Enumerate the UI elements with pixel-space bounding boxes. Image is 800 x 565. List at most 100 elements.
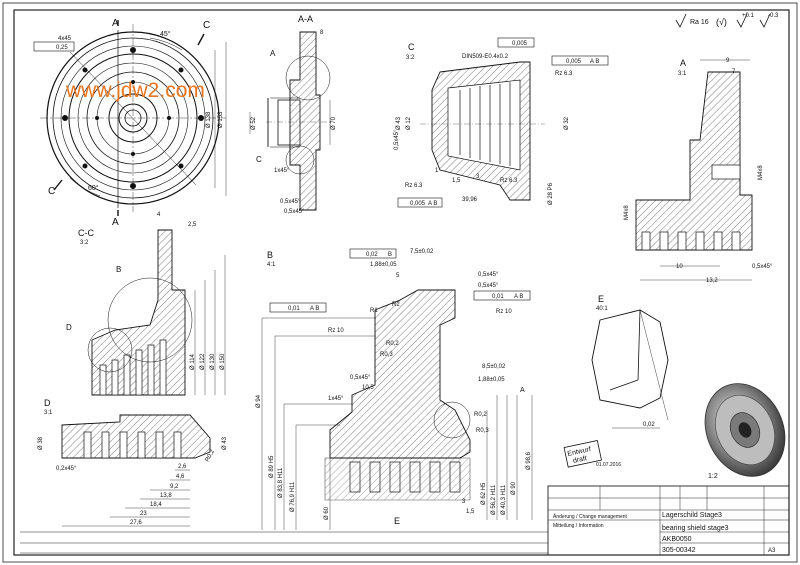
perpendicularity-b: 0,01 — [288, 306, 300, 312]
roughness-c3: Rz 6.3 — [500, 178, 518, 184]
detail-a-scale: 3:1 — [678, 71, 687, 77]
runout: 0,005 — [410, 201, 426, 207]
section-a-label: A — [112, 18, 119, 29]
thread-m4: M4x8 — [758, 165, 764, 180]
release-label: Mitteilung / Information — [553, 523, 604, 529]
radius-b-03a: R0,3 — [380, 352, 393, 358]
detail-c-labels: C 3:2 DIN509-E0.4x0.2 0,005 0,005 A B Rz… — [394, 37, 609, 208]
flatness-1: 0,005 — [512, 41, 528, 47]
detail-e-labels: E 40:1 0,02 — [596, 294, 655, 428]
dia-b-89: Ø 89 H5 — [269, 455, 275, 478]
detail-b-title: B — [267, 250, 273, 260]
roughness-b1: Rz 10 — [328, 328, 344, 334]
dim-b-15: 1,5 — [466, 509, 475, 515]
change-mgmt-label: Änderung / Change management — [553, 513, 628, 520]
dia-b-76: Ø 76,9 H11 — [290, 481, 296, 512]
flatness-2-ref: A B — [590, 59, 599, 65]
dia-b-56: Ø 56,2 H11 — [491, 484, 497, 515]
chamfer-a: 0,5x45° — [752, 264, 773, 270]
detail-c-scale: 3:2 — [406, 55, 415, 61]
dim-a-10: 10 — [676, 264, 683, 270]
dia-70: Ø 70 — [331, 116, 337, 130]
detail-e-scale: 40:1 — [596, 306, 608, 312]
tol-minus: -0.3 — [768, 13, 779, 19]
dia-153: Ø 153 — [218, 111, 224, 128]
chamfer-b-4: 1x45° — [328, 396, 344, 402]
angle-bottom: 60° — [88, 184, 99, 192]
position-tolerance: 0,25 — [56, 45, 68, 51]
detail-a-marker: A — [270, 49, 276, 58]
dim-e: 0,02 — [643, 422, 655, 428]
radius-b-1: R1 — [370, 308, 378, 314]
detail-c-view — [420, 61, 545, 201]
dim-c-15: 1,5 — [452, 178, 461, 184]
chamfer-b-3: 0,5x45° — [350, 375, 371, 381]
detail-b-view — [261, 289, 533, 530]
detail-e-view — [591, 309, 669, 429]
roughness-c2: Rz 6.3 — [405, 183, 423, 189]
dim-d-1: 4,6 — [176, 474, 185, 480]
section-cc-scale: 3:2 — [80, 240, 89, 246]
draft-stamp: Entwurf draft — [563, 440, 602, 468]
watermark: www.jdw2.com — [65, 79, 205, 102]
dia-b-83: Ø 83,8 H11 — [278, 467, 284, 498]
dim-cc-25: 2,5 — [188, 222, 197, 228]
dia-52: Ø 52 — [251, 116, 257, 130]
radius-b-2: R2 — [392, 302, 400, 308]
dim-b-85: 8,5±0,02 — [482, 364, 506, 370]
dim-cc-4: 4 — [157, 212, 161, 218]
dim-c-3: 3 — [476, 174, 480, 180]
section-aa-view — [249, 31, 331, 211]
dia-114: Ø 114 — [190, 353, 196, 370]
dim-c-1: 1 — [435, 168, 439, 174]
dia-b-40: Ø 40,3 H11 — [501, 484, 507, 515]
dim-d-5: 23 — [140, 511, 147, 517]
stamp-line-2: draft — [572, 455, 587, 465]
detail-a-labels: A 3:1 9 7 10 13,2 0,5x45° M4x8 M4x8 — [624, 58, 773, 284]
perpendicularity-b-ref: A B — [310, 306, 319, 312]
detail-c-marker: C — [256, 155, 262, 164]
flatness-2: 0,005 — [566, 59, 582, 65]
stamp-line-1: Entwurf — [567, 446, 592, 458]
isometric-render — [704, 383, 786, 477]
dim-b-75: 7,5±0,02 — [410, 249, 434, 255]
chamfer-05x45-b: 0,5x45° — [284, 209, 305, 215]
front-view — [40, 20, 227, 216]
stamp-date: 01.07.2016 — [596, 462, 621, 468]
section-cc-view — [87, 229, 226, 396]
dia-b-94: Ø 94 — [256, 394, 262, 408]
flat-spec: 4x45 — [58, 36, 72, 42]
dia-b-62: Ø 62 H5 — [481, 482, 487, 505]
dia-138: Ø 138 — [206, 111, 212, 128]
dim-d-2: 9,2 — [170, 484, 179, 490]
chamfer-b-1: 0,5x45° — [478, 272, 499, 278]
section-c-label: C — [203, 20, 210, 31]
flatness-b-ref: B — [388, 252, 392, 258]
runout-ref: A B — [428, 201, 437, 207]
dim-d-4: 18,4 — [150, 502, 162, 508]
dim-a-13: 13,2 — [706, 278, 718, 284]
dim-b-188b: 1,88±0,05 — [478, 377, 505, 383]
datum-a-marker: A — [520, 387, 525, 394]
detail-d-title: D — [44, 398, 51, 408]
chamfer-05x45-a: 0,5x45° — [280, 199, 301, 205]
detail-a-view — [635, 59, 753, 281]
section-cc-title: C-C — [78, 228, 94, 238]
dia-150: Ø 150 — [220, 353, 226, 370]
iso-scale: 1:2 — [708, 473, 718, 480]
tol-plus: +0.1 — [742, 13, 755, 19]
general-surface-finish: Ra 16 (√) +0.1 -0.3 — [675, 13, 779, 28]
dim-b-3: 3 — [462, 499, 466, 505]
detail-d-scale: 3:1 — [44, 410, 53, 416]
dim-b-105: 10,5 — [362, 385, 374, 391]
title-english: bearing shield stage3 — [662, 525, 729, 532]
chamfer-d: 0,2x45° — [56, 466, 77, 472]
dim-d-6: 27,6 — [130, 520, 142, 526]
angle-top: 45° — [160, 30, 171, 38]
dia-38: Ø 38 — [38, 436, 44, 450]
dia-12: Ø 12 — [406, 116, 412, 130]
drawing-number: AKB0050 — [662, 536, 692, 543]
dim-d-0: 2,6 — [178, 464, 187, 470]
